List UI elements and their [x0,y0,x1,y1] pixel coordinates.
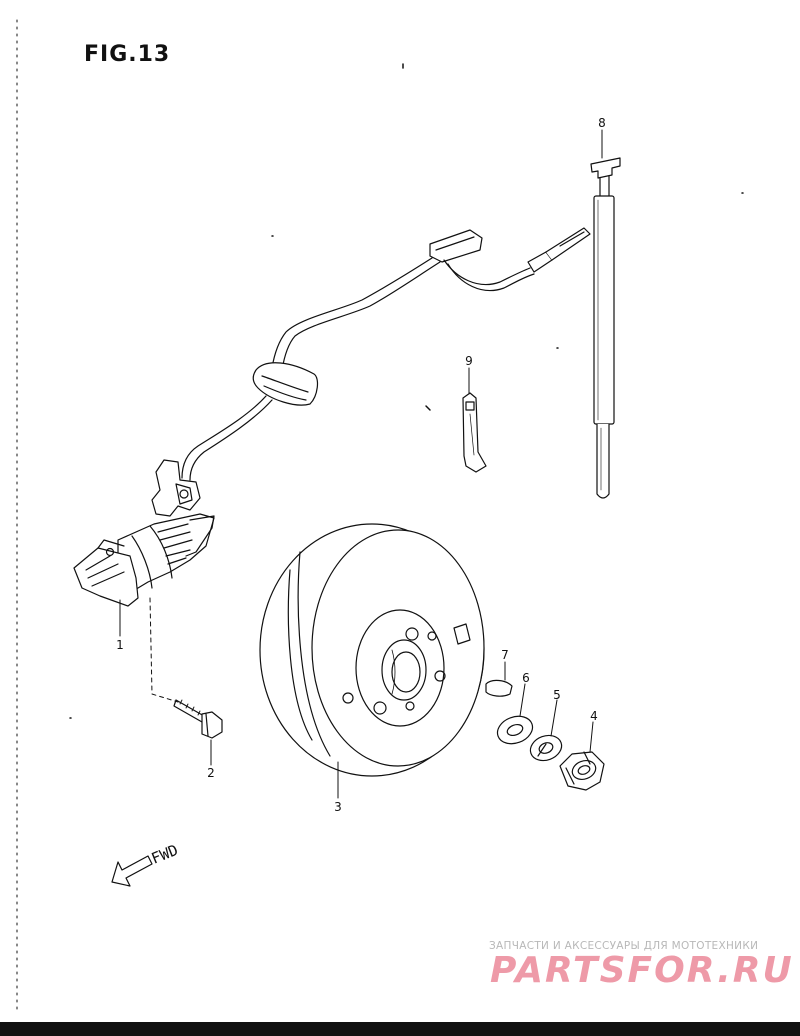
callout-5: 5 [553,688,561,702]
fwd-label: FWD [149,841,181,868]
scan-specks [69,63,744,719]
callout-9: 9 [465,354,473,368]
part-4-nut[interactable] [559,751,605,791]
callout-4: 4 [590,709,598,723]
part-5-spring-washer[interactable] [527,731,565,764]
part-9-clamp[interactable] [462,392,487,473]
callout-7: 7 [501,648,509,662]
part-2-bolt[interactable] [173,699,223,739]
callout-1: 1 [116,638,124,652]
wire-harness [181,227,591,481]
callout-6: 6 [522,671,530,685]
figure-title: FIG.13 [84,42,171,67]
part-3-rotor[interactable] [259,523,485,777]
fwd-arrow [111,855,153,887]
callout-8: 8 [598,116,606,130]
part-1-pulser-coil[interactable] [73,459,215,607]
watermark-caption: ЗАПЧАСТИ И АКСЕССУАРЫ ДЛЯ МОТОТЕХНИКИ [489,940,759,952]
callout-2: 2 [207,766,215,780]
bottom-edge-bar [0,1022,800,1036]
leader-lines [119,129,603,799]
part-8-boot-sleeve[interactable] [590,157,621,499]
part-7-key[interactable] [485,679,513,697]
callout-labels: 1 2 3 4 5 6 7 8 9 [116,116,606,814]
callout-3: 3 [334,800,342,814]
part-6-washer[interactable] [494,712,537,749]
watermark-brand: PARTSFOR.RU [490,950,794,991]
